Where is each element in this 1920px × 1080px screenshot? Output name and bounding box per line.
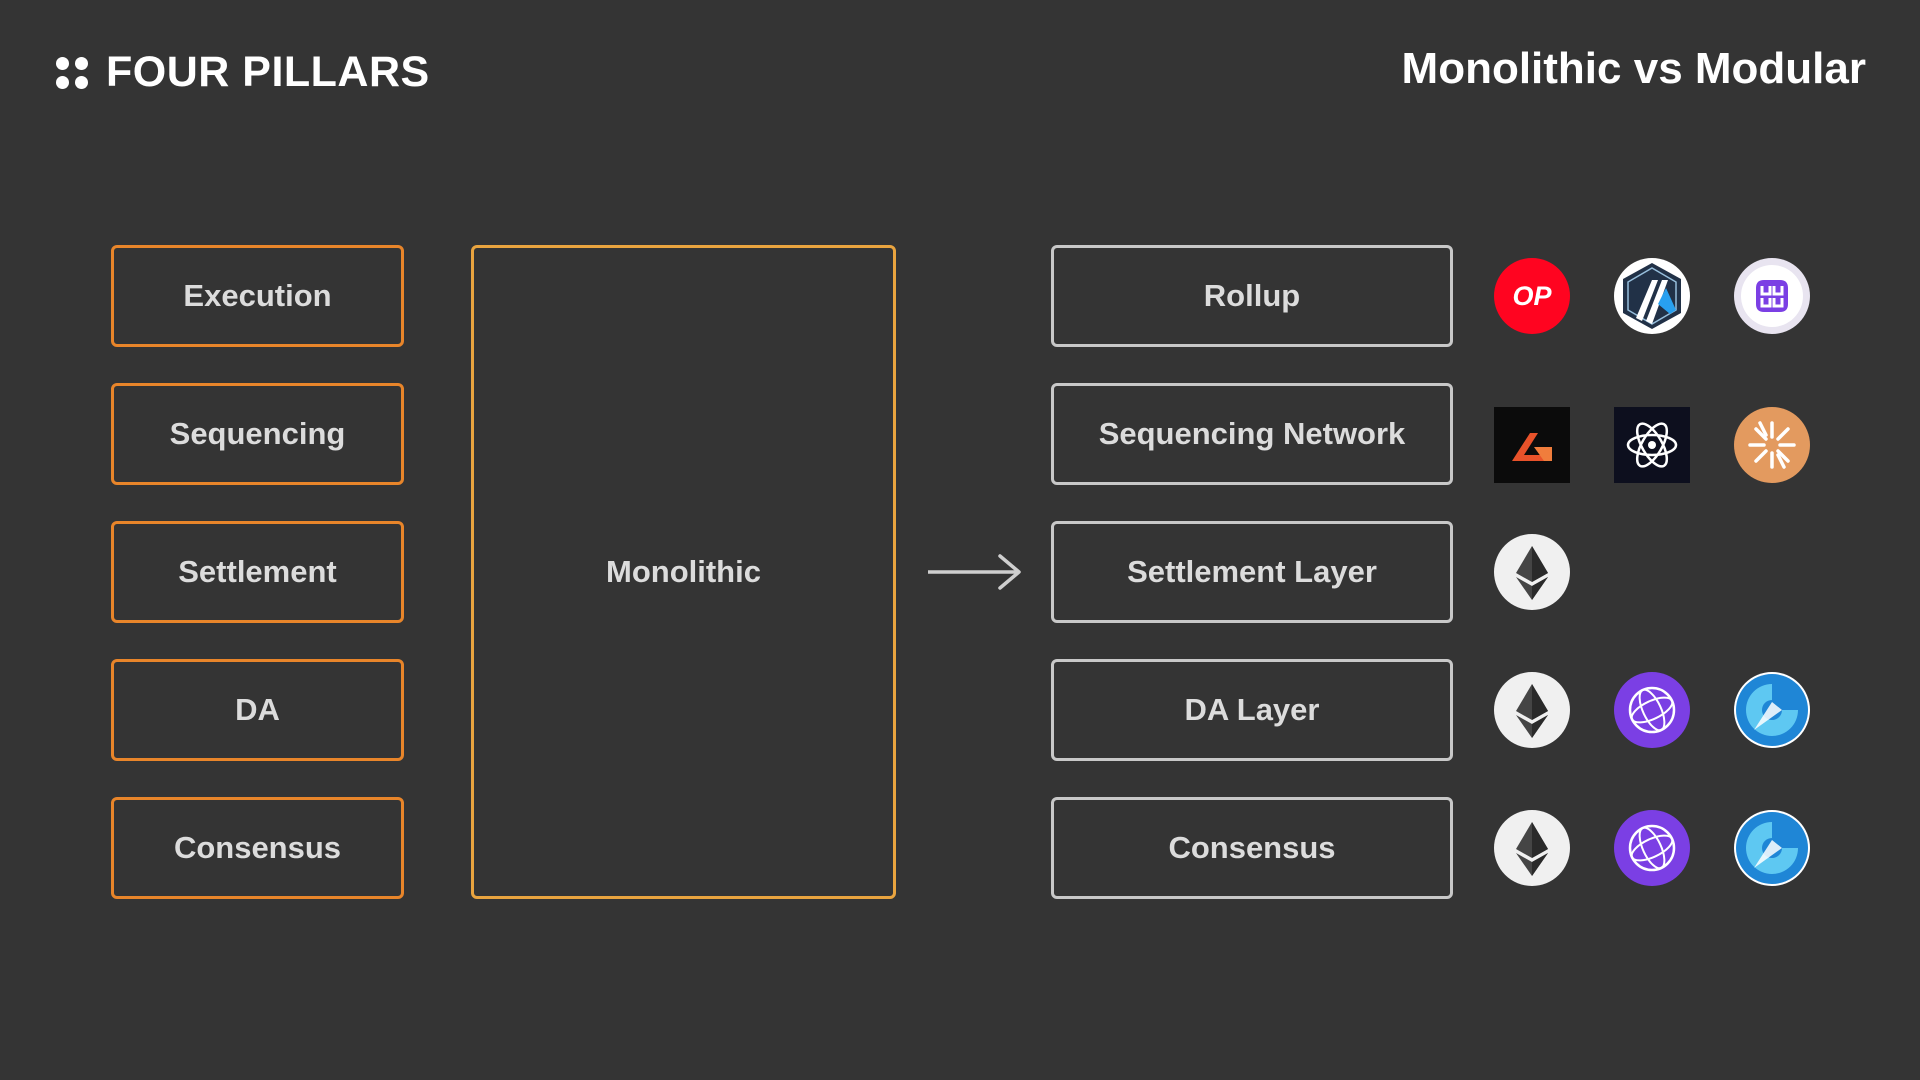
four-dots-icon <box>56 56 90 90</box>
stack-box-sequencing: Sequencing <box>111 383 404 485</box>
stack-box-settlement: Settlement <box>111 521 404 623</box>
monolithic-box: Monolithic <box>471 245 896 899</box>
modular-box-sequencing-network: Sequencing Network <box>1051 383 1453 485</box>
avail-logo-icon <box>1734 810 1810 886</box>
stack-box-da: DA <box>111 659 404 761</box>
celestia-logo-icon <box>1614 672 1690 748</box>
ethereum-logo-icon <box>1494 534 1570 610</box>
modular-box-settlement-layer: Settlement Layer <box>1051 521 1453 623</box>
celestia-logo-icon <box>1614 810 1690 886</box>
modular-box-consensus: Consensus <box>1051 797 1453 899</box>
optimism-logo-icon: OP <box>1494 258 1570 334</box>
zksync-style-logo-icon <box>1734 258 1810 334</box>
espresso-logo-icon <box>1614 407 1690 483</box>
arbitrum-logo-icon <box>1614 258 1690 334</box>
modular-box-rollup: Rollup <box>1051 245 1453 347</box>
avail-logo-icon <box>1734 672 1810 748</box>
ethereum-logo-icon <box>1494 810 1570 886</box>
page-title: Monolithic vs Modular <box>1401 44 1866 93</box>
ethereum-logo-icon <box>1494 672 1570 748</box>
radius-logo-icon <box>1734 407 1810 483</box>
modular-box-da-layer: DA Layer <box>1051 659 1453 761</box>
right-arrow-icon <box>928 554 1021 590</box>
brand-name: FOUR PILLARS <box>106 48 430 96</box>
stack-box-execution: Execution <box>111 245 404 347</box>
astria-logo-icon <box>1494 407 1570 483</box>
stack-box-consensus: Consensus <box>111 797 404 899</box>
brand-logo: FOUR PILLARS <box>56 48 430 97</box>
